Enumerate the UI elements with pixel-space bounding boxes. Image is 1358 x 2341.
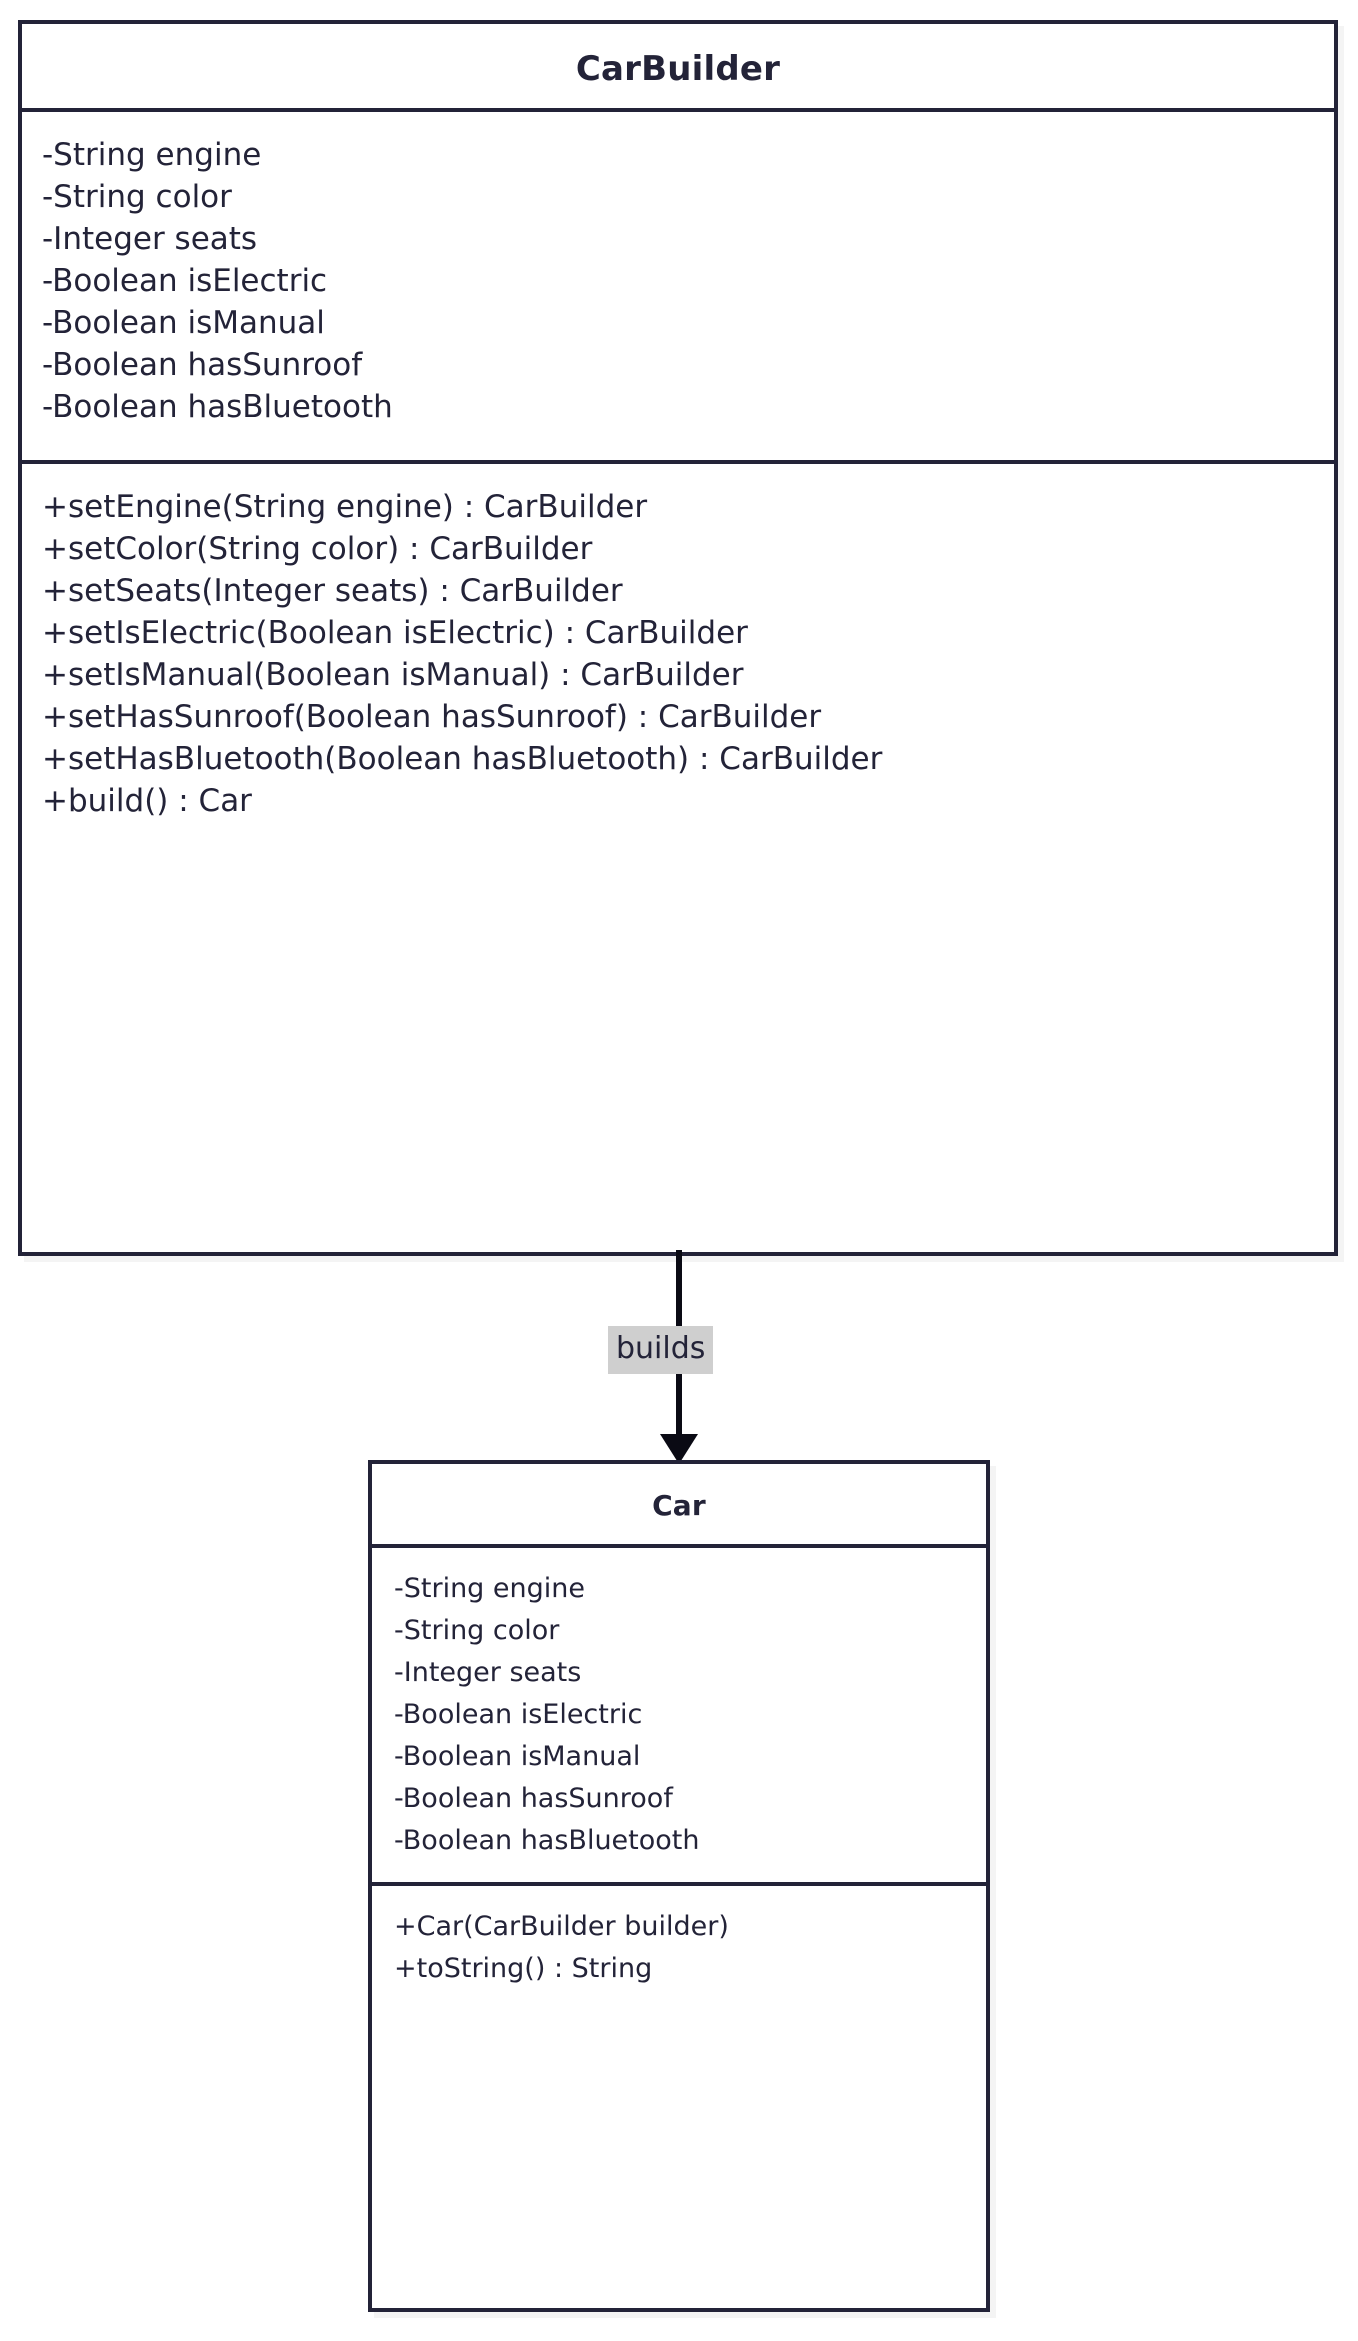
- class-divider-attributes-methods: [372, 1882, 986, 1886]
- attribute-row: -Boolean hasBluetooth: [42, 389, 393, 425]
- method-row: +setHasSunroof(Boolean hasSunroof) : Car…: [42, 699, 822, 735]
- method-row: +setEngine(String engine) : CarBuilder: [42, 489, 648, 525]
- methods-compartment-carbuilder: +setEngine(String engine) : CarBuilder +…: [22, 464, 1334, 856]
- attribute-row: -String engine: [394, 1573, 585, 1604]
- method-row: +setIsElectric(Boolean isElectric) : Car…: [42, 615, 748, 651]
- attribute-row: -Integer seats: [394, 1657, 582, 1688]
- attribute-row: -Boolean isElectric: [42, 263, 328, 299]
- attribute-row: -String color: [42, 179, 232, 215]
- method-row: +setHasBluetooth(Boolean hasBluetooth) :…: [42, 741, 883, 777]
- attribute-row: -Boolean isManual: [394, 1741, 641, 1772]
- method-row: +Car(CarBuilder builder): [394, 1911, 729, 1942]
- class-box-carbuilder[interactable]: CarBuilder -String engine -String color …: [18, 20, 1338, 1256]
- relationship-line: [676, 1250, 682, 1450]
- class-divider-title-attributes: [22, 108, 1334, 112]
- class-divider-attributes-methods: [22, 460, 1334, 464]
- method-row: +build() : Car: [42, 783, 252, 819]
- attribute-row: -Boolean isManual: [42, 305, 325, 341]
- attribute-row: -Boolean hasSunroof: [42, 347, 363, 383]
- relationship-label-builds: builds: [608, 1326, 714, 1374]
- class-divider-title-attributes: [372, 1544, 986, 1548]
- attributes-compartment-carbuilder: -String engine -String color -Integer se…: [22, 112, 1334, 460]
- class-title-carbuilder: CarBuilder: [575, 49, 781, 89]
- class-box-car[interactable]: Car -String engine -String color -Intege…: [368, 1460, 990, 2312]
- attribute-row: -Boolean hasSunroof: [394, 1783, 673, 1814]
- attributes-compartment-car: -String engine -String color -Integer se…: [372, 1548, 986, 1882]
- attribute-row: -String color: [394, 1615, 560, 1646]
- attribute-row: -Boolean isElectric: [394, 1699, 643, 1730]
- class-title-car: Car: [652, 1489, 706, 1522]
- method-row: +setSeats(Integer seats) : CarBuilder: [42, 573, 623, 609]
- method-row: +setColor(String color) : CarBuilder: [42, 531, 593, 567]
- attribute-row: -Boolean hasBluetooth: [394, 1825, 700, 1856]
- method-row: +toString() : String: [394, 1953, 653, 1984]
- methods-compartment-car: +Car(CarBuilder builder) +toString() : S…: [372, 1886, 986, 2036]
- attribute-row: -String engine: [42, 137, 262, 173]
- attribute-row: -Integer seats: [42, 221, 258, 257]
- method-row: +setIsManual(Boolean isManual) : CarBuil…: [42, 657, 744, 693]
- relationship-builds: builds: [0, 1250, 1358, 1466]
